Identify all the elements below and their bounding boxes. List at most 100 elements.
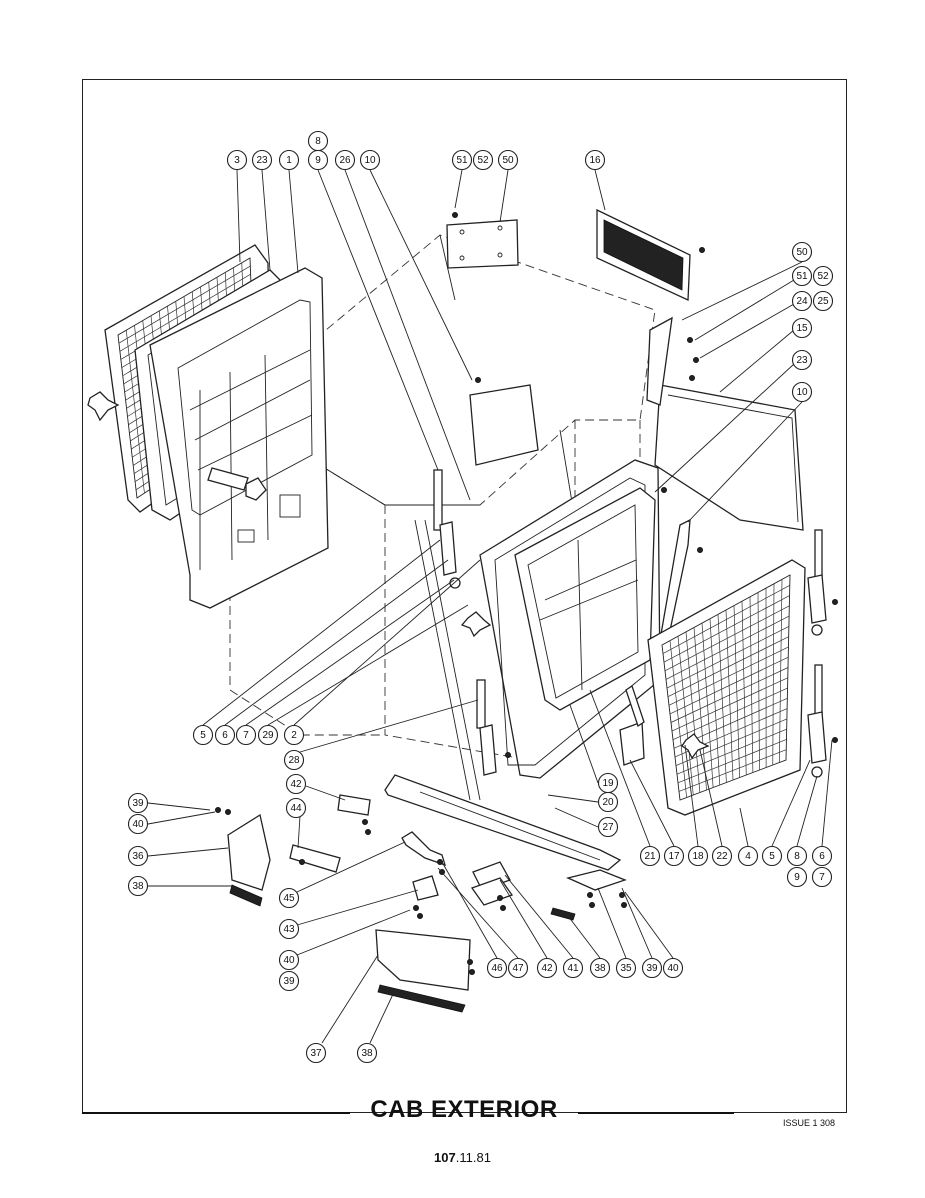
leader-line: [499, 879, 548, 959]
fastener-bolt: [214, 807, 221, 814]
mesh-wire: [668, 646, 789, 706]
callout-21: 21: [639, 845, 661, 867]
callout-label: 40: [667, 963, 679, 974]
fastener-bolt: [496, 895, 503, 902]
callout-label: 39: [646, 963, 658, 974]
callout-label: 45: [283, 893, 295, 904]
callout-circle: [791, 265, 813, 287]
mesh-wire: [665, 615, 790, 680]
callout-label: 50: [502, 155, 514, 166]
callout-circle: [283, 749, 305, 771]
left-door-frame: [149, 267, 329, 609]
callout-circle: [359, 149, 381, 171]
callout-circle: [451, 149, 473, 171]
callout-circle: [278, 887, 300, 909]
callout-circle: [662, 957, 684, 979]
callout-23: 23: [791, 349, 813, 371]
leader-line: [454, 169, 463, 209]
callout-label: 39: [132, 798, 144, 809]
callout-23: 23: [251, 149, 273, 171]
callout-circle: [786, 845, 808, 867]
leader-line: [684, 744, 699, 847]
leader-line: [597, 887, 627, 959]
callout-circle: [127, 875, 149, 897]
callout-circle: [192, 724, 214, 746]
leader-line: [499, 169, 509, 223]
callout-28: 28: [283, 749, 305, 771]
callout-5: 5: [192, 724, 214, 746]
callout-50: 50: [497, 149, 519, 171]
mesh-wire: [670, 667, 789, 723]
callout-label: 24: [796, 296, 808, 307]
callout-43: 43: [278, 918, 300, 940]
leader-line: [317, 169, 439, 471]
leader-line: [699, 303, 795, 359]
callout-label: 26: [339, 155, 351, 166]
callout-41: 41: [562, 957, 584, 979]
callout-label: 42: [290, 779, 302, 790]
drawing-frame: [82, 79, 847, 1113]
fastener-bolt: [689, 374, 696, 381]
fastener-bolt: [224, 809, 231, 816]
callout-3: 3: [226, 149, 248, 171]
callout-47: 47: [507, 957, 529, 979]
callout-4: 4: [737, 845, 759, 867]
leader-line: [564, 911, 601, 959]
callout-10: 10: [359, 149, 381, 171]
leader-line: [624, 891, 674, 959]
callout-label: 46: [491, 963, 503, 974]
leader-line: [245, 579, 455, 726]
callout-8: 8: [786, 845, 808, 867]
hinge-right-lower: [807, 711, 827, 764]
callout-38: 38: [127, 875, 149, 897]
leader-line: [147, 802, 211, 811]
fastener-bolt: [466, 959, 473, 966]
callout-50: 50: [791, 241, 813, 263]
callout-circle: [235, 724, 257, 746]
callout-label: 15: [796, 323, 808, 334]
callout-label: 52: [477, 155, 489, 166]
mesh-wire: [118, 265, 251, 344]
mesh-wire: [669, 656, 789, 715]
clamp-45: [401, 831, 446, 867]
callout-circle: [226, 149, 248, 171]
callout-10: 10: [791, 381, 813, 403]
hinge-pin-lower: [476, 679, 486, 729]
leader-line: [297, 815, 301, 849]
callout-circle: [562, 957, 584, 979]
callout-52: 52: [812, 265, 834, 287]
callout-circle: [356, 1042, 378, 1064]
leader-line: [293, 559, 481, 726]
leader-line: [261, 169, 271, 271]
fastener-bolt: [699, 246, 706, 253]
plate-42-upper: [337, 794, 371, 816]
callout-circle: [285, 773, 307, 795]
callout-label: 42: [541, 963, 553, 974]
door-seal-strip: [659, 518, 691, 641]
leader-line: [369, 989, 396, 1044]
fastener-bolt: [298, 859, 305, 866]
callout-label: 17: [668, 851, 680, 862]
fastener-bolt: [687, 336, 694, 343]
block-43: [412, 875, 439, 901]
callout-label: 43: [283, 924, 295, 935]
leader-line: [147, 811, 216, 825]
callout-circle: [497, 149, 519, 171]
fastener-bolt: [468, 969, 475, 976]
leader-line: [299, 699, 479, 753]
rear-window-panel: [469, 384, 539, 466]
right-door-knob: [681, 733, 710, 760]
leader-line: [569, 704, 599, 784]
callout-label: 39: [283, 976, 295, 987]
mesh-wire: [677, 739, 787, 784]
callout-label: 18: [692, 851, 704, 862]
callout-label: 28: [288, 755, 300, 766]
callout-8: 8: [307, 130, 329, 152]
fastener-bolt: [589, 902, 596, 909]
callout-2: 2: [283, 724, 305, 746]
seal-38-left: [229, 884, 263, 907]
callout-label: 29: [262, 730, 274, 741]
callout-label: 22: [716, 851, 728, 862]
left-door-knob: [87, 391, 120, 422]
